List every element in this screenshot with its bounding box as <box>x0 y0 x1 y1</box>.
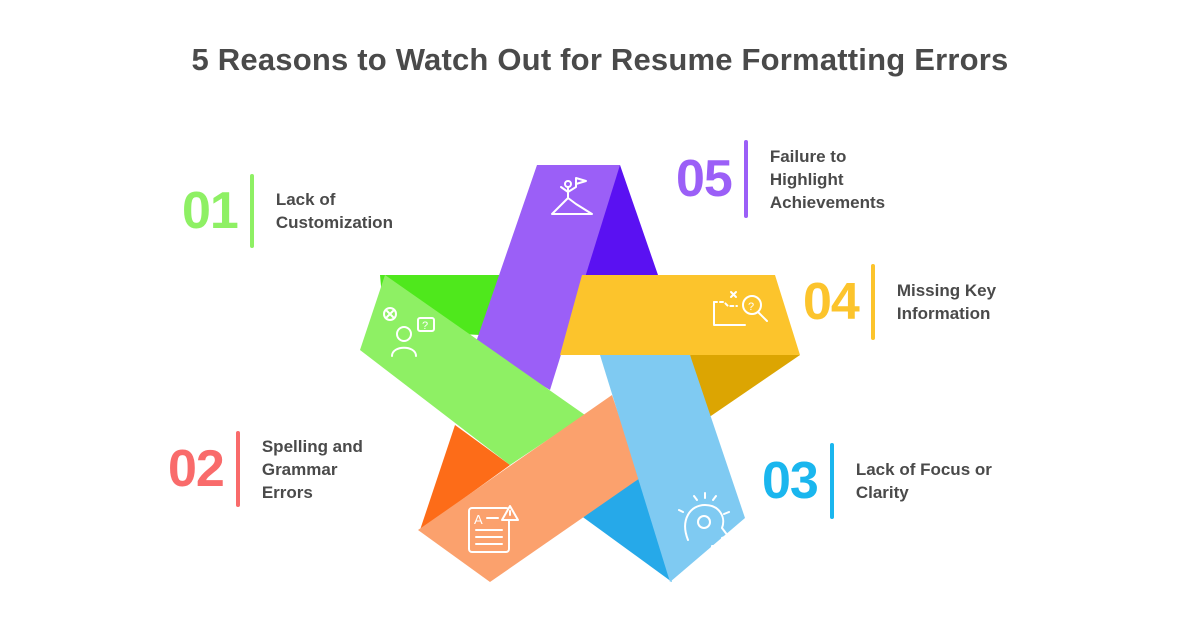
reason-02-divider <box>235 431 240 507</box>
reason-02: 02 Spelling and Grammar Errors <box>168 431 363 507</box>
confused-person-icon: ? <box>383 307 435 357</box>
mountain-flag-icon <box>551 177 593 215</box>
reason-01-number: 01 <box>182 182 239 240</box>
reason-03-number: 03 <box>762 452 819 510</box>
reason-04-divider <box>870 264 875 340</box>
orange-shadow <box>420 425 510 530</box>
svg-text:A: A <box>474 512 483 527</box>
reason-05: 05 Failure to Highlight Achievements <box>676 140 885 218</box>
reason-02-number: 02 <box>168 440 225 498</box>
reason-04-number: 04 <box>803 273 860 331</box>
reason-01-divider <box>249 174 254 248</box>
folder-search-icon: ? <box>713 291 768 326</box>
reason-05-divider <box>743 140 748 218</box>
reason-04: 04 Missing Key Information <box>803 264 996 340</box>
reason-04-label: Missing Key Information <box>896 281 997 323</box>
reason-05-number: 05 <box>676 150 733 208</box>
reason-03: 03 Lack of Focus or Clarity <box>762 443 992 519</box>
green-band <box>360 275 585 465</box>
reason-05-label: Failure to Highlight Achievements <box>769 146 886 212</box>
yellow-shadow <box>690 355 800 420</box>
blue-shadow <box>580 478 672 582</box>
reason-03-divider <box>829 443 834 519</box>
brain-gear-icon <box>678 492 730 555</box>
reason-01: 01 Lack of Customization <box>182 174 393 248</box>
yellow-band <box>560 275 800 355</box>
reason-01-label: Lack of Customization <box>275 190 393 232</box>
svg-text:?: ? <box>748 301 754 313</box>
orange-band <box>418 395 640 582</box>
page-title: 5 Reasons to Watch Out for Resume Format… <box>191 42 1009 77</box>
reason-02-label: Spelling and Grammar Errors <box>261 436 363 502</box>
svg-text:?: ? <box>422 320 428 332</box>
reason-03-label: Lack of Focus or Clarity <box>855 460 992 502</box>
document-warning-icon: A <box>468 505 519 553</box>
purple-band <box>475 165 620 390</box>
